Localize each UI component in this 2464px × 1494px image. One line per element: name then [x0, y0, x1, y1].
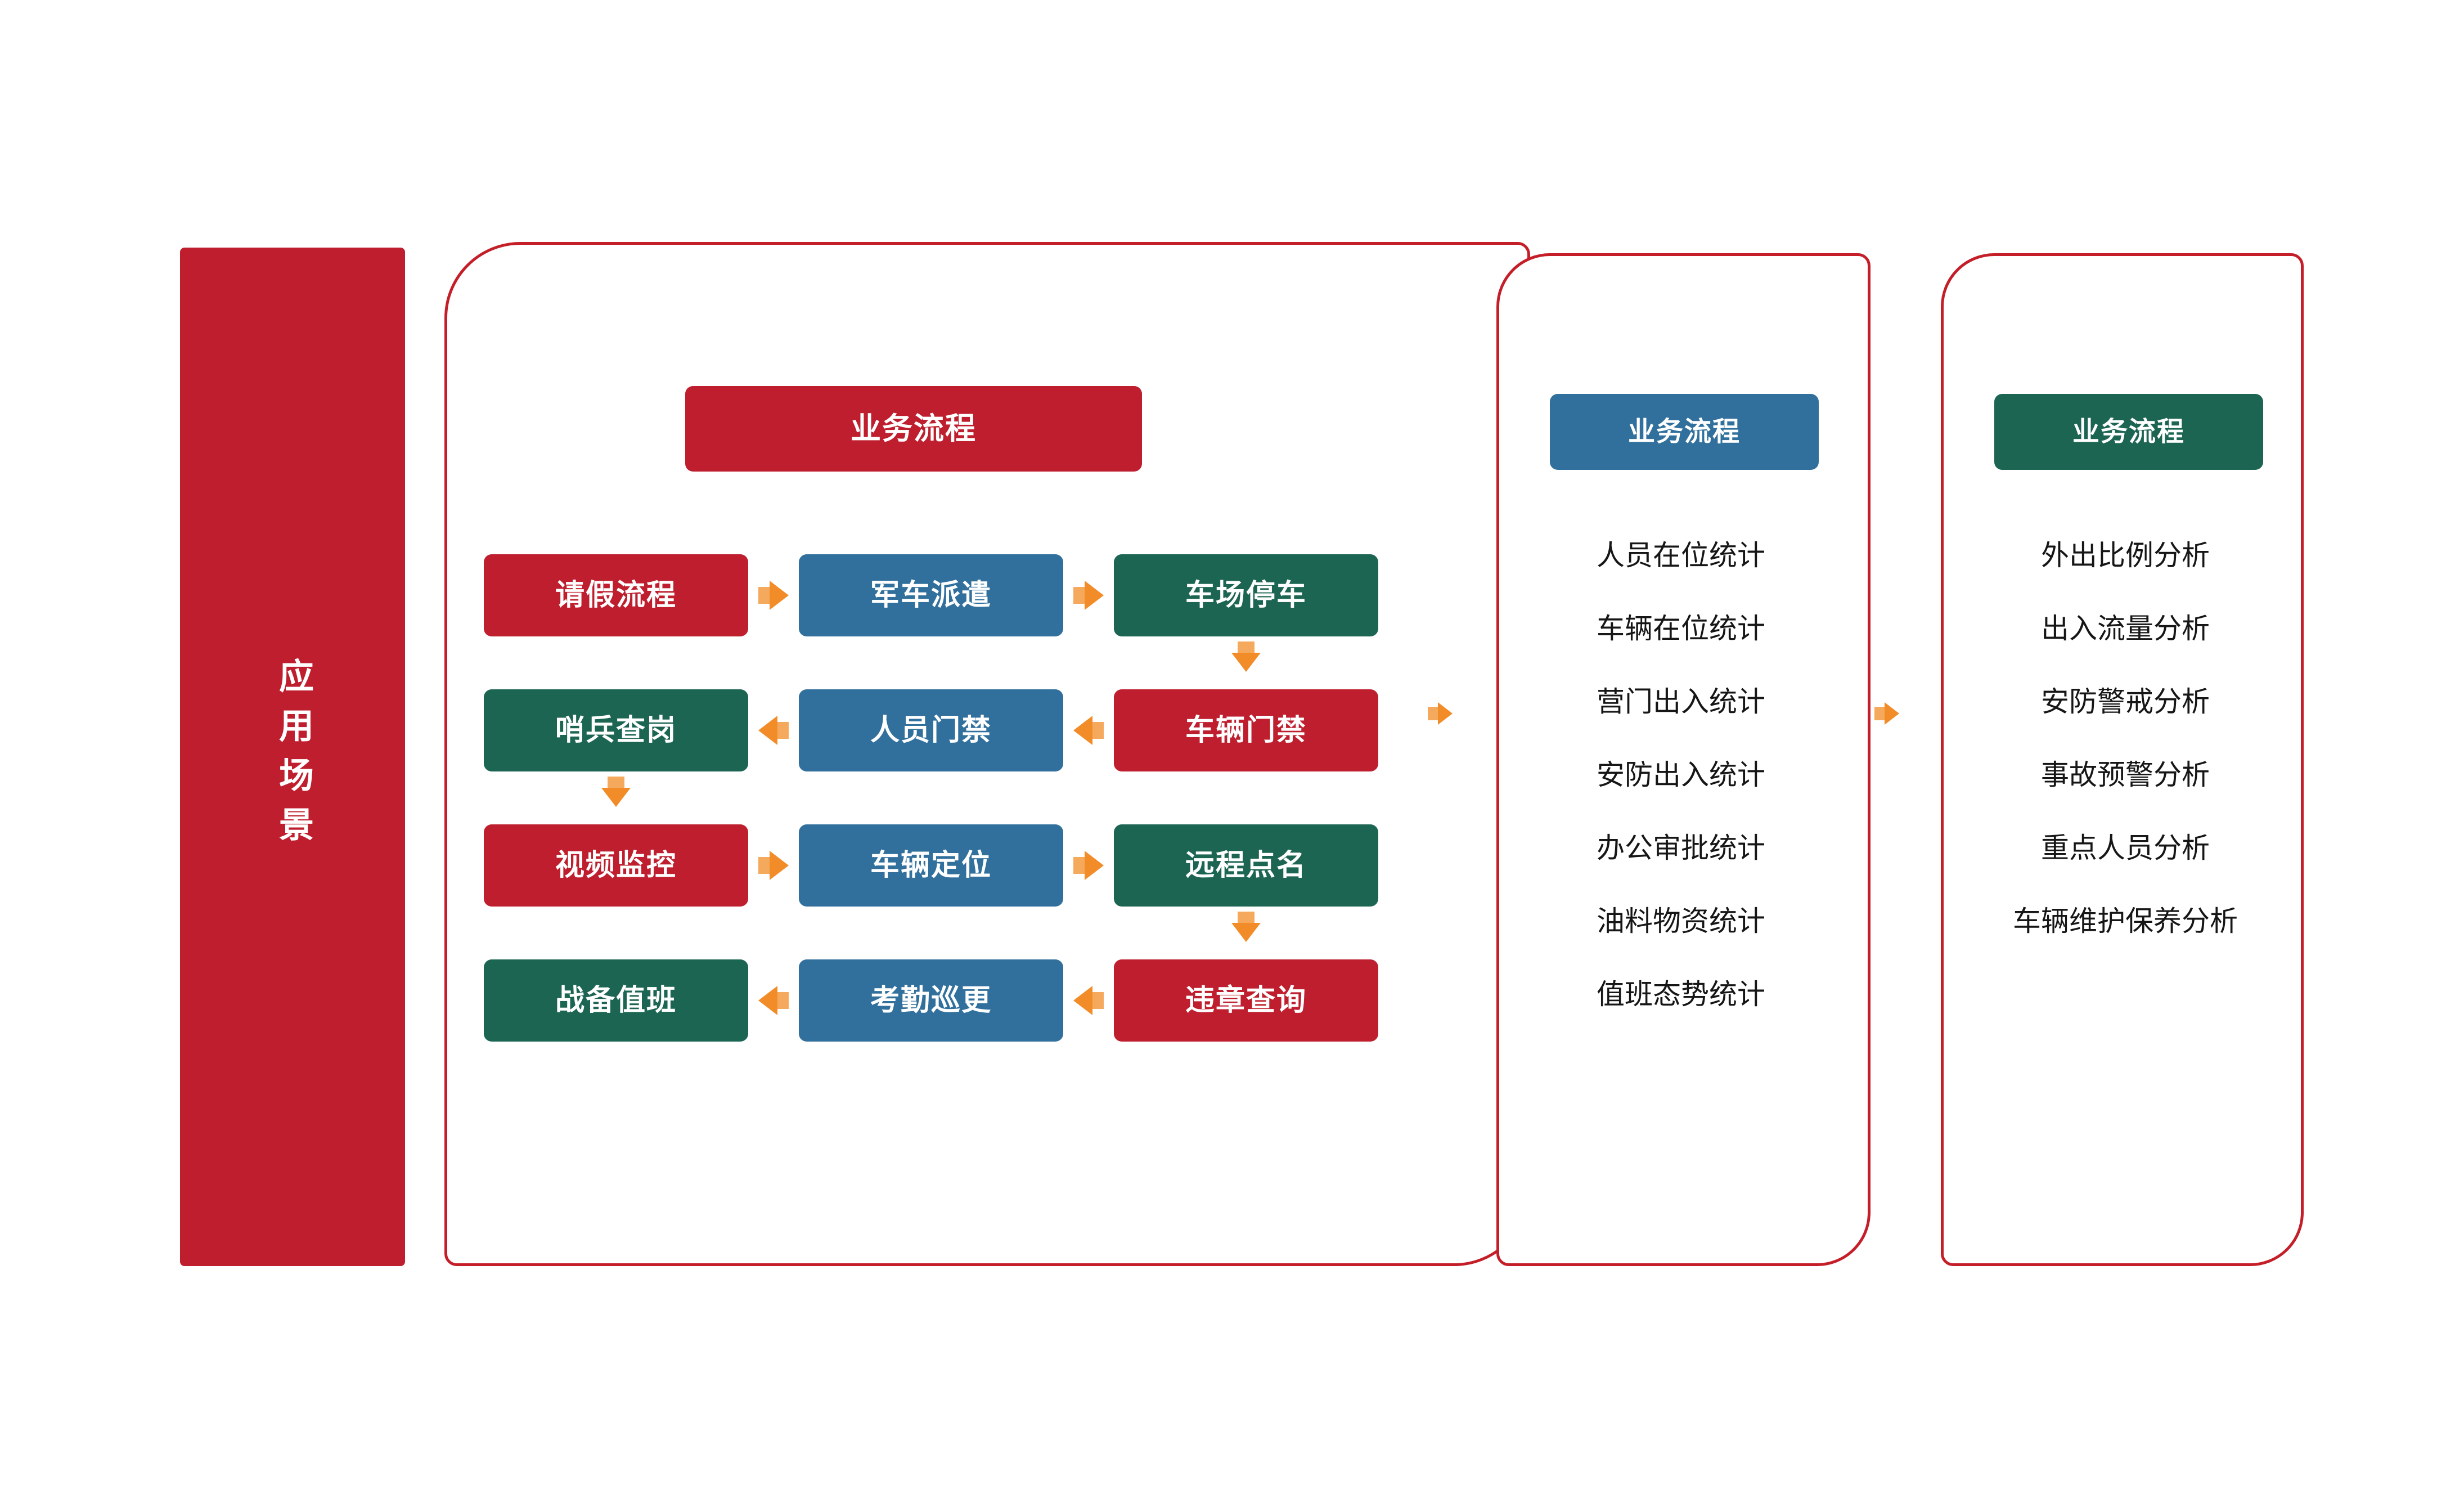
application-scenario-banner: 应用场景 [180, 248, 405, 1266]
arrow-tail [1428, 707, 1438, 720]
mid-panel-header: 业务流程 [1550, 394, 1819, 470]
arrow-left-icon [758, 716, 777, 745]
connector-arrow-mid-to-right-icon [1885, 702, 1899, 725]
flow-chip-combat-readiness-duty[interactable]: 战备值班 [484, 959, 748, 1042]
connector-arrow-main-to-mid-icon [1438, 702, 1453, 725]
arrow-tail [608, 777, 624, 788]
arrow-tail [777, 992, 789, 1009]
list-item: 值班态势统计 [1597, 979, 1765, 1010]
list-item: 油料物资统计 [1597, 905, 1765, 937]
list-item: 人员在位统计 [1597, 540, 1765, 571]
arrow-tail [1073, 857, 1085, 874]
right-panel-header: 业务流程 [1994, 394, 2263, 470]
list-item: 车辆维护保养分析 [2013, 905, 2238, 937]
arrow-tail [758, 857, 770, 874]
arrow-right-icon [770, 851, 789, 880]
arrow-down-icon [1231, 653, 1261, 672]
flow-chip-parking-lot[interactable]: 车场停车 [1114, 554, 1378, 636]
main-panel-header: 业务流程 [685, 386, 1142, 472]
list-item: 出入流量分析 [2041, 613, 2210, 644]
arrow-left-icon [758, 986, 777, 1015]
arrow-down-icon [1231, 923, 1261, 942]
list-item: 办公审批统计 [1597, 832, 1765, 864]
flow-chip-sentry-check[interactable]: 哨兵查岗 [484, 689, 748, 771]
arrow-right-icon [1085, 851, 1104, 880]
arrow-tail [1238, 912, 1255, 923]
arrow-tail [1874, 707, 1885, 720]
arrow-tail [1238, 641, 1255, 653]
arrow-right-icon [1085, 581, 1104, 610]
arrow-left-icon [1073, 986, 1092, 1015]
flow-chip-personnel-access[interactable]: 人员门禁 [799, 689, 1063, 771]
list-item: 事故预警分析 [2041, 759, 2210, 791]
flow-chip-military-vehicle-dispatch[interactable]: 军车派遣 [799, 554, 1063, 636]
flow-chip-remote-rollcall[interactable]: 远程点名 [1114, 824, 1378, 907]
list-item: 营门出入统计 [1597, 686, 1765, 717]
arrow-tail [777, 722, 789, 739]
flow-chip-violation-query[interactable]: 违章查询 [1114, 959, 1378, 1042]
list-item: 车辆在位统计 [1597, 613, 1765, 644]
flow-chip-video-surveillance[interactable]: 视频监控 [484, 824, 748, 907]
application-scenario-label: 应用场景 [273, 658, 312, 856]
list-item: 安防警戒分析 [2041, 686, 2210, 717]
flow-chip-attendance-patrol[interactable]: 考勤巡更 [799, 959, 1063, 1042]
list-item: 重点人员分析 [2041, 832, 2210, 864]
arrow-down-icon [601, 788, 631, 807]
arrow-tail [1092, 992, 1104, 1009]
arrow-tail [1092, 722, 1104, 739]
flow-chip-vehicle-positioning[interactable]: 车辆定位 [799, 824, 1063, 907]
flow-chip-leave-process[interactable]: 请假流程 [484, 554, 748, 636]
arrow-tail [1073, 587, 1085, 604]
list-item: 外出比例分析 [2041, 540, 2210, 571]
list-item: 安防出入统计 [1597, 759, 1765, 791]
arrow-tail [758, 587, 770, 604]
arrow-left-icon [1073, 716, 1092, 745]
arrow-right-icon [770, 581, 789, 610]
flow-chip-vehicle-access[interactable]: 车辆门禁 [1114, 689, 1378, 771]
